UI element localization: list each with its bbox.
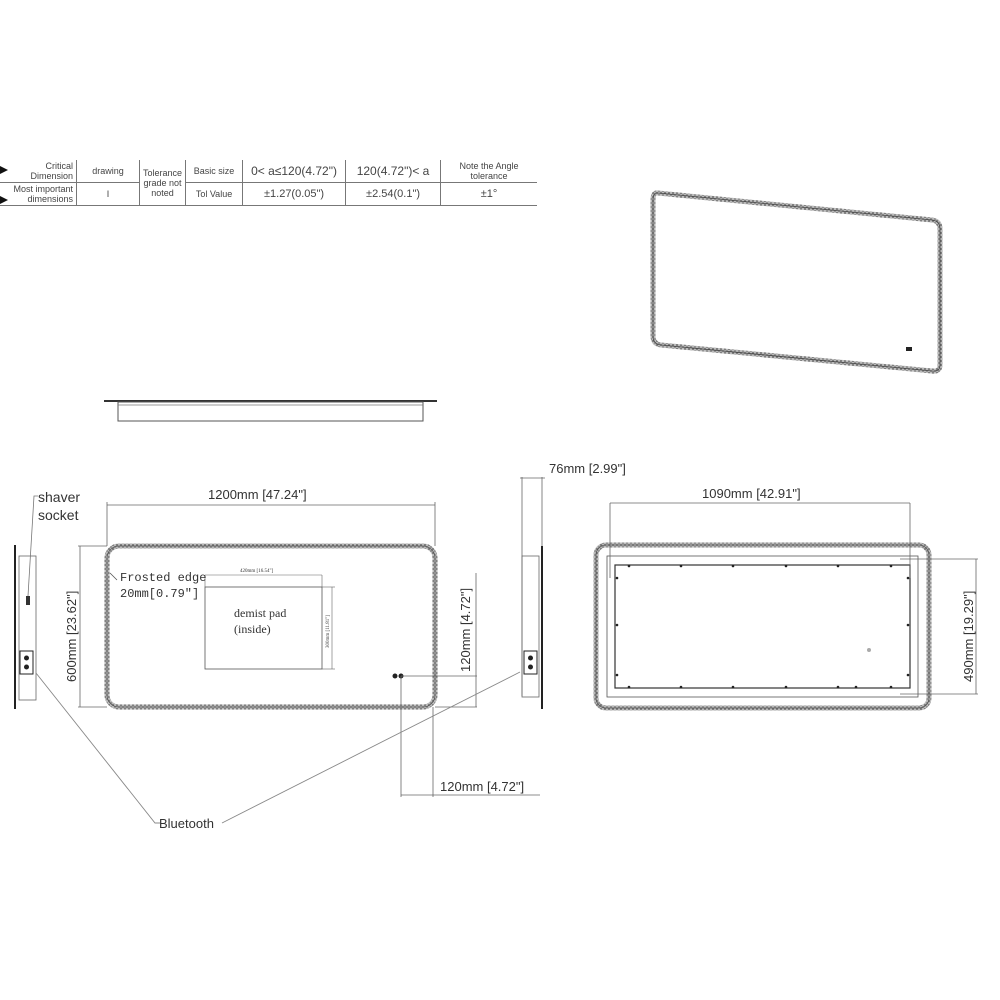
demist-pad-line1: demist pad xyxy=(234,606,287,620)
tol-value-cell: Tol Value xyxy=(185,182,243,206)
depth-label: 76mm [2.99"] xyxy=(549,461,626,476)
bluetooth-button-icon xyxy=(392,673,398,679)
shaver-socket-line2: socket xyxy=(38,507,79,523)
range-1-value: ±1.27(0.05") xyxy=(242,182,346,206)
front-view xyxy=(78,502,540,797)
left-side-view xyxy=(14,495,38,709)
tolerance-table: Critical Dimension drawing Tolerance gra… xyxy=(0,160,538,206)
table-row: Most important dimensions I Tol Value ±1… xyxy=(0,182,538,206)
frosted-edge-line1: Frosted edge xyxy=(120,571,207,585)
bluetooth-module-icon xyxy=(19,650,34,675)
demist-height-label: 300mm [11.81"] xyxy=(326,615,331,648)
row-label: Most important dimensions xyxy=(0,182,77,206)
shaver-socket-icon xyxy=(26,596,30,605)
shaver-socket-label: shaver socket xyxy=(38,488,80,524)
rear-height-label: 490mm [19.29"] xyxy=(961,590,976,682)
bluetooth-label: Bluetooth xyxy=(159,816,214,831)
table-arrow-icons xyxy=(0,166,8,204)
frosted-edge-line2: 20mm[0.79"] xyxy=(120,587,200,601)
drawing-cell: drawing xyxy=(76,160,140,183)
bluetooth-leaders xyxy=(35,671,521,824)
table-row: Critical Dimension drawing Tolerance gra… xyxy=(0,160,538,206)
tolerance-note-cell: Tolerance grade not noted xyxy=(138,160,186,206)
range-2-cell: 120(4.72")< a xyxy=(345,160,441,183)
button-horizontal-offset-label: 120mm [4.72"] xyxy=(440,779,525,794)
row-label: Critical Dimension xyxy=(0,160,77,183)
angle-value: ±1° xyxy=(440,182,538,206)
range-2-value: ±2.54(0.1") xyxy=(345,182,441,206)
button-vertical-offset-label: 120mm [4.72"] xyxy=(458,587,473,672)
front-height-label: 600mm [23.62"] xyxy=(64,590,79,682)
rear-view xyxy=(593,502,978,711)
touch-sensor-icon xyxy=(906,347,912,351)
front-width-label: 1200mm [47.24"] xyxy=(208,487,307,502)
basic-size-cell: Basic size xyxy=(185,160,243,183)
perspective-view xyxy=(650,190,943,374)
frosted-edge-label: Frosted edge 20mm[0.79"] xyxy=(120,570,206,602)
top-view xyxy=(104,400,437,422)
demist-pad-label: demist pad (inside) xyxy=(234,605,286,637)
range-1-cell: 0< a≤120(4.72") xyxy=(242,160,346,183)
demist-pad-outline xyxy=(204,586,323,670)
shaver-socket-line1: shaver xyxy=(38,489,81,505)
drawing-cell: I xyxy=(76,182,140,206)
right-side-view xyxy=(520,477,545,709)
demist-pad-line2: (inside) xyxy=(234,622,271,636)
rear-width-label: 1090mm [42.91"] xyxy=(702,486,801,501)
demist-width-label: 420mm [16.54"] xyxy=(240,569,274,574)
angle-cell: Note the Angle tolerance xyxy=(440,160,538,183)
